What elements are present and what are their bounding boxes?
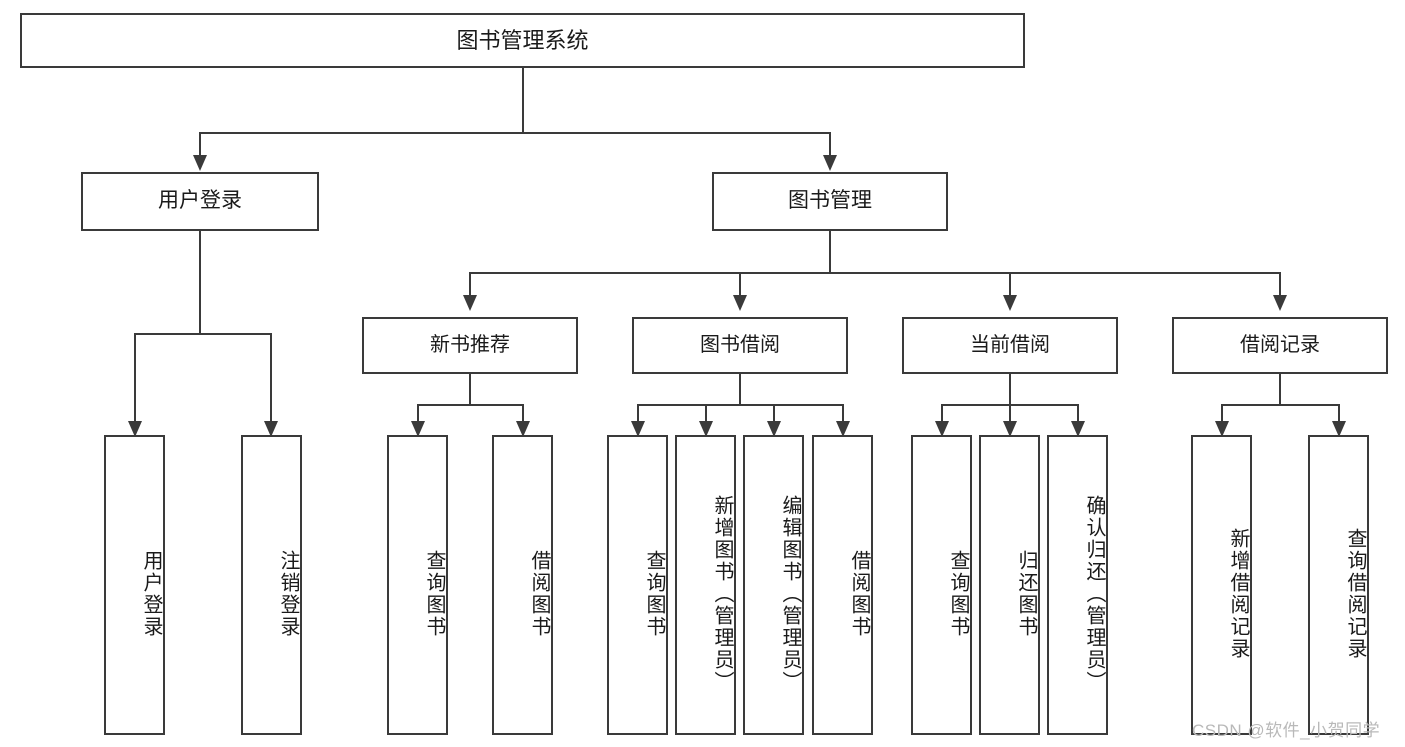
- arrow-to-leaf-query-book-3: [935, 421, 949, 437]
- arrow-to-current-borrow: [1003, 295, 1017, 311]
- node-borrow-record[interactable]: 借阅记录: [1172, 317, 1388, 374]
- node-label: 图书借阅: [700, 334, 780, 356]
- arrow-to-leaf-logout: [264, 421, 278, 437]
- arrow-to-book-borrow: [733, 295, 747, 311]
- leaf-user-login[interactable]: 用户登录: [104, 435, 165, 735]
- arrow-to-leaf-query-book-1: [411, 421, 425, 437]
- connector-currentborrow-drop-1: [941, 404, 943, 423]
- arrow-to-leaf-query-record: [1332, 421, 1346, 437]
- leaf-query-book-recommend[interactable]: 查询图书: [387, 435, 448, 735]
- node-label: 编辑图书（管理员）: [779, 495, 801, 693]
- connector-level1-drop-left: [199, 132, 201, 157]
- connector-currentborrow-drop-3: [1077, 404, 1079, 423]
- node-label: 新增借阅记录: [1227, 528, 1249, 660]
- node-label: 查询图书: [423, 550, 445, 638]
- connector-recommend-drop-1: [417, 404, 419, 423]
- node-label: 用户登录: [140, 550, 162, 638]
- connector-user-login-stem: [199, 231, 201, 334]
- node-label: 新增图书（管理员）: [711, 495, 733, 693]
- arrow-to-leaf-borrow-book-1: [516, 421, 530, 437]
- connector-bookborrow-drop-3: [773, 404, 775, 423]
- connector-currentborrow-stem: [1009, 374, 1011, 405]
- connector-level2-drop-3: [1009, 272, 1011, 297]
- node-label: 借阅记录: [1240, 334, 1320, 356]
- arrow-to-book-manage: [823, 155, 837, 171]
- node-label: 图书管理系统: [456, 27, 589, 53]
- node-label: 新书推荐: [430, 334, 510, 356]
- node-label: 确认归还（管理员）: [1083, 495, 1105, 693]
- node-root-system[interactable]: 图书管理系统: [20, 13, 1025, 68]
- connector-root-stem: [522, 68, 524, 133]
- connector-borrowrecord-stem: [1279, 374, 1281, 405]
- node-label: 借阅图书: [528, 550, 550, 638]
- arrow-to-new-book-recommend: [463, 295, 477, 311]
- node-label: 查询图书: [947, 550, 969, 638]
- connector-level2-bus: [469, 272, 1280, 274]
- node-new-book-recommend[interactable]: 新书推荐: [362, 317, 578, 374]
- connector-bookborrow-drop-2: [705, 404, 707, 423]
- leaf-logout[interactable]: 注销登录: [241, 435, 302, 735]
- connector-bookborrow-stem: [739, 374, 741, 405]
- node-label: 图书管理: [788, 189, 872, 213]
- arrow-to-leaf-confirm-return: [1071, 421, 1085, 437]
- arrow-to-leaf-add-book: [699, 421, 713, 437]
- leaf-confirm-return-admin[interactable]: 确认归还（管理员）: [1047, 435, 1108, 735]
- connector-level1-drop-right: [829, 132, 831, 157]
- leaf-edit-book-admin[interactable]: 编辑图书（管理员）: [743, 435, 804, 735]
- node-label: 借阅图书: [848, 550, 870, 638]
- arrow-to-borrow-record: [1273, 295, 1287, 311]
- leaf-query-book-current[interactable]: 查询图书: [911, 435, 972, 735]
- arrow-to-leaf-borrow-book-2: [836, 421, 850, 437]
- connector-borrowrecord-bus: [1221, 404, 1340, 406]
- arrow-to-user-login: [193, 155, 207, 171]
- arrow-to-leaf-edit-book: [767, 421, 781, 437]
- connector-borrowrecord-drop-1: [1221, 404, 1223, 423]
- arrow-to-leaf-return-book: [1003, 421, 1017, 437]
- connector-book-manage-stem: [829, 231, 831, 273]
- arrow-to-leaf-query-book-2: [631, 421, 645, 437]
- connector-level2-drop-1: [469, 272, 471, 297]
- node-label: 查询图书: [643, 550, 665, 638]
- node-label: 查询借阅记录: [1344, 528, 1366, 660]
- leaf-add-borrow-record[interactable]: 新增借阅记录: [1191, 435, 1252, 735]
- leaf-query-borrow-record[interactable]: 查询借阅记录: [1308, 435, 1369, 735]
- connector-level2-drop-2: [739, 272, 741, 297]
- leaf-query-book-borrow[interactable]: 查询图书: [607, 435, 668, 735]
- node-current-borrow[interactable]: 当前借阅: [902, 317, 1118, 374]
- connector-bookborrow-drop-1: [637, 404, 639, 423]
- node-label: 归还图书: [1015, 550, 1037, 638]
- connector-user-login-drop-2: [270, 333, 272, 423]
- connector-user-login-drop-1: [134, 333, 136, 423]
- node-label: 注销登录: [277, 550, 299, 638]
- connector-recommend-drop-2: [522, 404, 524, 423]
- connector-bookborrow-drop-4: [842, 404, 844, 423]
- leaf-borrow-book[interactable]: 借阅图书: [812, 435, 873, 735]
- node-label: 用户登录: [158, 189, 242, 213]
- leaf-borrow-book-recommend[interactable]: 借阅图书: [492, 435, 553, 735]
- node-label: 当前借阅: [970, 334, 1050, 356]
- node-book-management[interactable]: 图书管理: [712, 172, 948, 231]
- connector-user-login-bus: [134, 333, 271, 335]
- arrow-to-leaf-user-login: [128, 421, 142, 437]
- node-user-login[interactable]: 用户登录: [81, 172, 319, 231]
- connector-borrowrecord-drop-2: [1338, 404, 1340, 423]
- leaf-return-book[interactable]: 归还图书: [979, 435, 1040, 735]
- connector-level2-drop-4: [1279, 272, 1281, 297]
- connector-bookborrow-bus: [637, 404, 844, 406]
- csdn-watermark: CSDN @软件_小贺同学: [1192, 721, 1381, 740]
- connector-currentborrow-drop-2: [1009, 404, 1011, 423]
- connector-recommend-bus: [417, 404, 524, 406]
- node-book-borrow[interactable]: 图书借阅: [632, 317, 848, 374]
- leaf-add-book-admin[interactable]: 新增图书（管理员）: [675, 435, 736, 735]
- connector-level1-bus: [199, 132, 831, 134]
- connector-recommend-stem: [469, 374, 471, 405]
- arrow-to-leaf-add-record: [1215, 421, 1229, 437]
